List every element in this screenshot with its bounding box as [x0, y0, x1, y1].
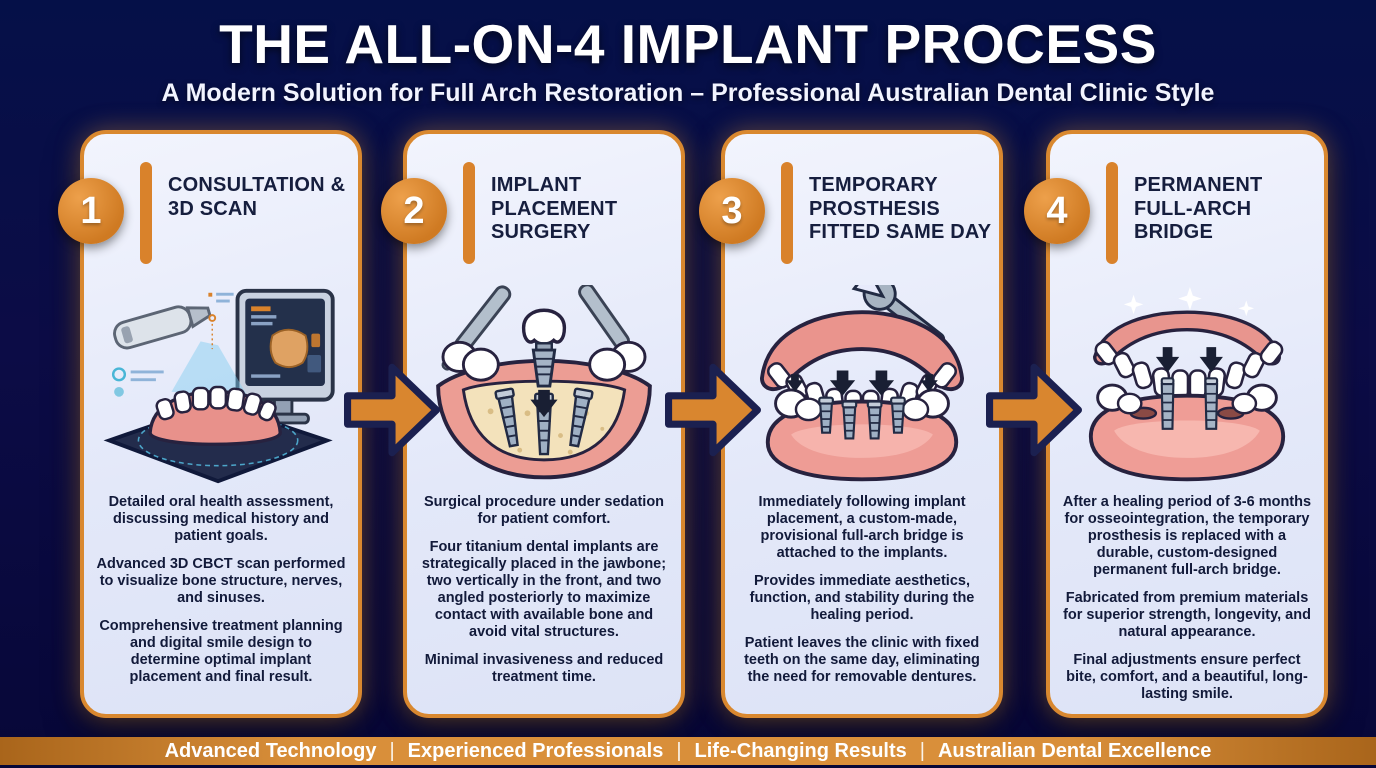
step-card-1: 1 CONSULTATION & 3D SCAN [58, 130, 362, 718]
page-subtitle: A Modern Solution for Full Arch Restorat… [161, 79, 1215, 108]
step-1-description: Detailed oral health assessment, discuss… [84, 490, 358, 686]
footer-item: Experienced Professionals [407, 739, 664, 762]
step-title: TEMPORARY PROSTHESIS FITTED SAME DAY [809, 174, 992, 244]
step-paragraph: Patient leaves the clinic with fixed tee… [744, 634, 980, 685]
step-title: IMPLANT PLACEMENT SURGERY [491, 174, 618, 244]
step-card-2: 2 IMPLANT PLACEMENT SURGERY [381, 130, 685, 718]
step-number-badge: 1 [58, 178, 124, 244]
step-number-badge: 2 [381, 178, 447, 244]
footer-item: Australian Dental Excellence [937, 739, 1212, 762]
step-paragraph: Final adjustments ensure perfect bite, c… [1066, 651, 1308, 702]
step-paragraph: Advanced 3D CBCT scan performed to visua… [96, 555, 346, 606]
page-title: THE ALL-ON-4 IMPLANT PROCESS [219, 13, 1157, 75]
step-title: PERMANENT FULL-ARCH BRIDGE [1134, 174, 1263, 244]
arrow-right-icon [344, 363, 440, 457]
step-2-header: 2 IMPLANT PLACEMENT SURGERY [381, 134, 681, 284]
implant-surgery-jawbone-illustration [436, 285, 652, 480]
step-3-header: 3 TEMPORARY PROSTHESIS FITTED SAME DAY [699, 134, 999, 284]
step-1-header: 1 CONSULTATION & 3D SCAN [58, 134, 358, 284]
step-title: CONSULTATION & 3D SCAN [168, 174, 346, 220]
arrow-right-icon [665, 363, 761, 457]
footer-separator: | [389, 739, 395, 762]
step-4-description: After a healing period of 3-6 months for… [1050, 490, 1324, 702]
accent-bar [140, 162, 152, 264]
step-paragraph: Minimal invasiveness and reduced treatme… [424, 651, 664, 685]
footer-item: Life-Changing Results [694, 739, 907, 762]
accent-bar [1106, 162, 1118, 264]
header: THE ALL-ON-4 IMPLANT PROCESS A Modern So… [0, 0, 1376, 108]
step-paragraph: Four titanium dental implants are strate… [421, 538, 667, 640]
step-2-description: Surgical procedure under sedation for pa… [407, 490, 681, 686]
step-number-badge: 3 [699, 178, 765, 244]
step-paragraph: After a healing period of 3-6 months for… [1062, 494, 1312, 578]
step-card-4: 4 PERMANENT FULL-ARCH BRIDGE [1024, 130, 1328, 718]
temporary-prosthesis-fitting-illustration [759, 285, 965, 482]
step-4-header: 4 PERMANENT FULL-ARCH BRIDGE [1024, 134, 1324, 284]
accent-bar [463, 162, 475, 264]
accent-bar [781, 162, 793, 264]
intraoral-scanner-3d-scan-illustration [103, 288, 335, 484]
step-card-3: 3 TEMPORARY PROSTHESIS FITTED SAME DAY [699, 130, 1003, 718]
step-paragraph: Immediately following implant placement,… [758, 494, 966, 561]
step-paragraph: Comprehensive treatment planning and dig… [99, 617, 343, 685]
footer-separator: | [919, 739, 925, 762]
step-paragraph: Detailed oral health assessment, discuss… [108, 494, 334, 544]
permanent-bridge-illustration [1088, 286, 1286, 482]
step-paragraph: Provides immediate aesthetics, function,… [749, 572, 975, 623]
step-paragraph: Surgical procedure under sedation for pa… [423, 494, 665, 527]
step-number-badge: 4 [1024, 178, 1090, 244]
footer-item: Advanced Technology [164, 739, 377, 762]
footer-bar: Advanced Technology | Experienced Profes… [0, 737, 1376, 765]
footer-separator: | [676, 739, 682, 762]
step-paragraph: Fabricated from premium materials for su… [1063, 589, 1311, 640]
arrow-right-icon [986, 363, 1082, 457]
step-3-description: Immediately following implant placement,… [725, 490, 999, 686]
